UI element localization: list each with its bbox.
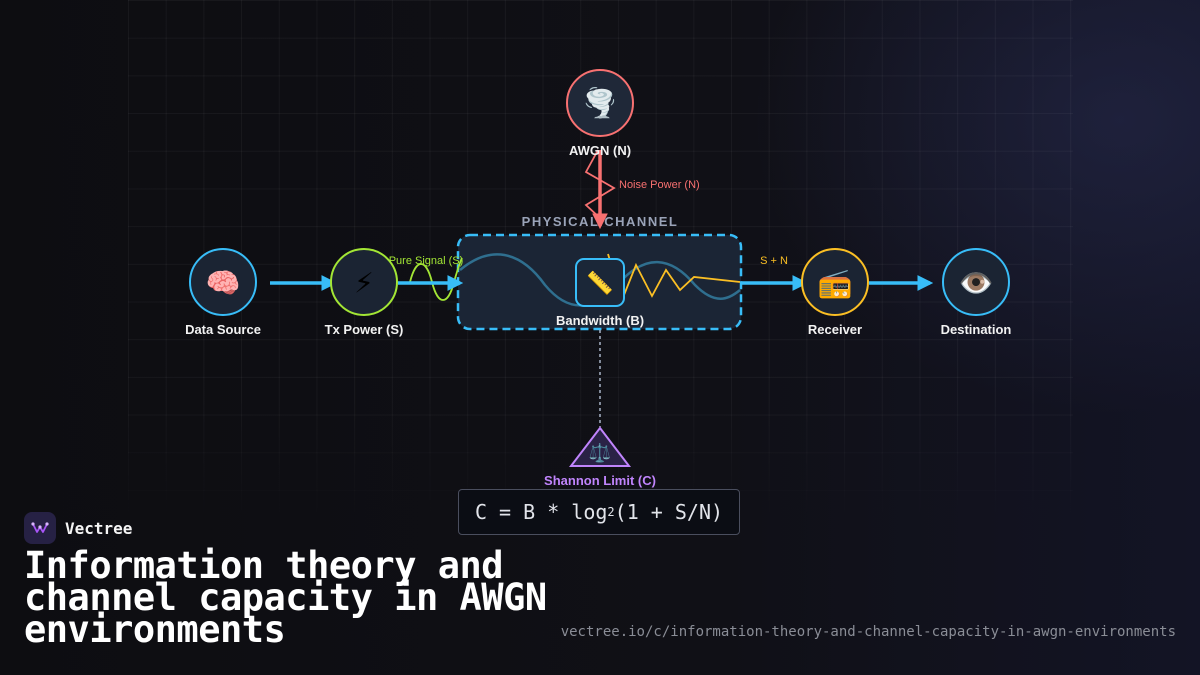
vectree-logo-icon bbox=[24, 512, 56, 544]
brand-name: Vectree bbox=[65, 518, 133, 538]
page-url: vectree.io/c/information-theory-and-chan… bbox=[560, 624, 1176, 640]
ruler-icon: 📏 bbox=[586, 271, 613, 296]
edge-label-noise-power: Noise Power (N) bbox=[619, 179, 700, 191]
node-label-bandwidth: Bandwidth (B) bbox=[556, 313, 644, 328]
node-destination: 👁️ Destination bbox=[941, 248, 1012, 337]
eye-icon: 👁️ bbox=[959, 268, 994, 299]
brain-icon: 🧠 bbox=[206, 268, 241, 299]
node-label-tx-power: Tx Power (S) bbox=[325, 322, 404, 337]
pure-signal-wave bbox=[409, 257, 463, 301]
node-awgn: 🌪️ AWGN (N) bbox=[566, 69, 634, 158]
scales-icon: ⚖️ bbox=[589, 442, 611, 463]
edge-label-s-plus-n: S + N bbox=[760, 255, 788, 267]
node-label-awgn: AWGN (N) bbox=[569, 143, 631, 158]
radio-icon: 📻 bbox=[818, 268, 853, 300]
node-bandwidth: 📏 Bandwidth (B) bbox=[556, 258, 644, 328]
node-receiver: 📻 Receiver bbox=[801, 248, 869, 337]
lightning-icon: ⚡ bbox=[354, 268, 374, 299]
formula-suffix: (1 + S/N) bbox=[614, 500, 724, 524]
node-shannon-limit: ⚖️ Shannon Limit (C) bbox=[544, 426, 656, 488]
node-label-data-source: Data Source bbox=[185, 322, 261, 337]
node-tx-power: ⚡ Tx Power (S) bbox=[325, 248, 404, 337]
page-title: Information theory and channel capacity … bbox=[24, 544, 547, 651]
tornado-icon: 🌪️ bbox=[583, 86, 618, 120]
node-label-receiver: Receiver bbox=[808, 322, 862, 337]
formula-prefix: C = B * log bbox=[474, 500, 608, 524]
formula-subscript: 2 bbox=[607, 505, 615, 519]
edge-label-pure-signal: Pure Signal (S) bbox=[389, 255, 464, 267]
node-label-shannon-limit: Shannon Limit (C) bbox=[544, 473, 656, 488]
node-data-source: 🧠 Data Source bbox=[185, 248, 261, 337]
noise-zigzag bbox=[584, 149, 616, 219]
node-label-destination: Destination bbox=[941, 322, 1012, 337]
brand: Vectree bbox=[24, 512, 132, 544]
